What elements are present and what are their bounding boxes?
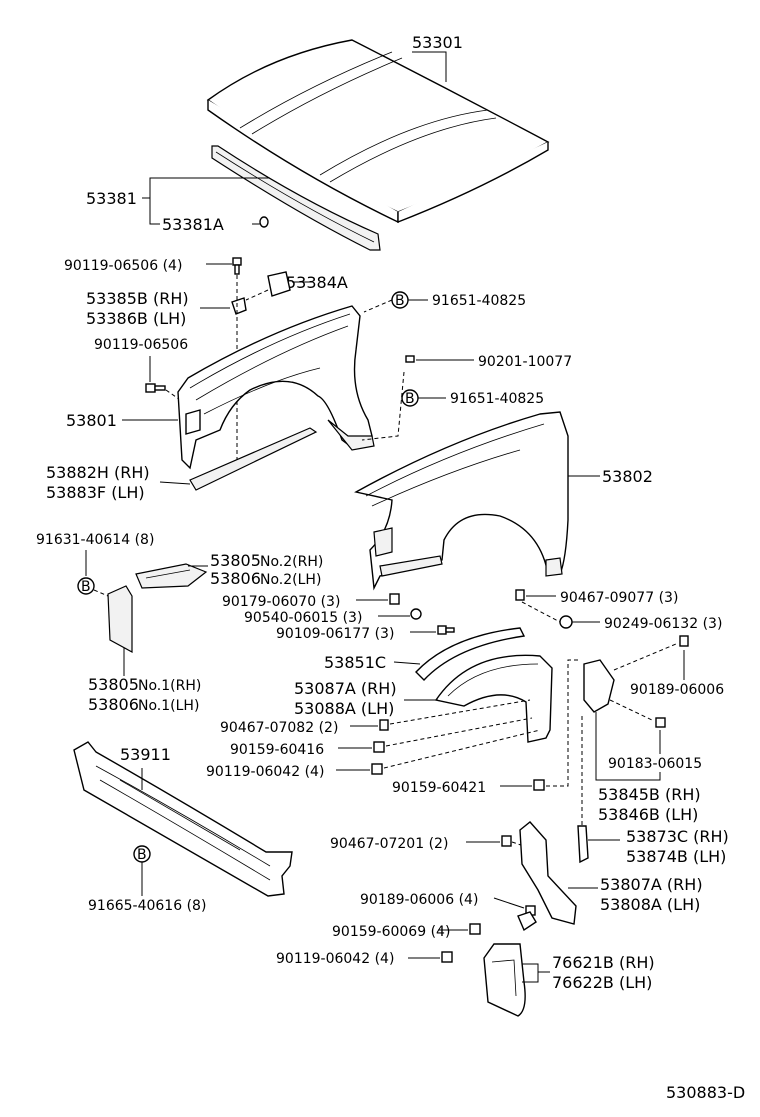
label-bolt-91665: 91665-40616 (8): [88, 898, 206, 914]
label-screw-90109: 90109-06177 (3): [276, 626, 394, 642]
label-shield1-lh-num: 53806: [88, 695, 139, 714]
label-apron-rh: 53807A (RH): [600, 875, 703, 894]
clip-icon: [389, 593, 400, 605]
hood-seal-clip-icon: [259, 216, 269, 228]
nut-icon: [559, 615, 573, 629]
svg-text:B: B: [395, 293, 405, 309]
bolt-icon: [232, 257, 242, 275]
hood-seal-leader: [142, 177, 270, 225]
bracket-53845b-drawing: [583, 659, 615, 713]
label-fender-53801: 53801: [66, 411, 117, 430]
label-shield1-rh-suffix: No.1(RH): [138, 678, 201, 694]
svg-text:B: B: [405, 391, 415, 407]
hood-leader: [412, 51, 447, 82]
label-screw-90159-60416: 90159-60416: [230, 742, 324, 758]
label-bracket-lh: 53386B (LH): [86, 309, 186, 328]
label-shield2-rh-num: 53805: [210, 551, 261, 570]
flare-drawing: [434, 654, 553, 743]
panel-53911-drawing: [73, 741, 293, 897]
label-bolt-90119-06042-b: 90119-06042 (4): [276, 951, 394, 967]
label-seal-rh: 53882H (RH): [46, 463, 150, 482]
screw-icon: [437, 625, 455, 635]
mudguard-drawing: [483, 911, 537, 1017]
diagram-id: 530883-D: [666, 1083, 745, 1102]
hood-drawing: [206, 39, 550, 224]
label-mudguard-rh: 76621B (RH): [552, 953, 655, 972]
nut-b-icon: B: [401, 389, 419, 407]
label-clip-90201: 90201-10077: [478, 354, 572, 370]
label-clip-90467-07082: 90467-07082 (2): [220, 720, 338, 736]
bolt-icon: [441, 951, 453, 963]
screw-icon: [533, 779, 545, 791]
nut-b-icon: B: [391, 291, 409, 309]
label-flare-lh: 53088A (LH): [294, 699, 394, 718]
bolt-icon: [371, 763, 383, 775]
fender-53801-drawing: [177, 305, 375, 470]
clip-icon: [379, 719, 389, 731]
label-bolt-90119-06506: 90119-06506: [94, 337, 188, 353]
label-mudguard-lh: 76622B (LH): [552, 973, 652, 992]
label-flare-rh: 53087A (RH): [294, 679, 397, 698]
nut-icon: [679, 635, 689, 647]
label-brace-lh: 53874B (LH): [626, 847, 726, 866]
screw-icon: [469, 923, 481, 935]
nut-b-icon: B: [77, 577, 95, 595]
screw-icon: [373, 741, 385, 753]
label-nut-90183: 90183-06015: [608, 756, 702, 772]
label-nut-90540: 90540-06015 (3): [244, 610, 362, 626]
bracket-53384a-drawing: [267, 271, 291, 297]
nut-b-icon: B: [133, 845, 151, 863]
label-apron-lh: 53808A (LH): [600, 895, 700, 914]
label-clip-90467-07201: 90467-07201 (2): [330, 836, 448, 852]
label-nut-91651-b: 91651-40825: [450, 391, 544, 407]
label-brace-rh: 53873C (RH): [626, 827, 729, 846]
label-hood-seal-clip: 53381A: [162, 215, 224, 234]
nut-icon: [410, 608, 422, 620]
label-hood: 53301: [412, 33, 463, 52]
label-shield2-lh-suffix: No.2(LH): [260, 572, 321, 588]
clip-icon: [515, 589, 525, 601]
label-clip-90467-09077: 90467-09077 (3): [560, 590, 678, 606]
label-nut-90189-a: 90189-06006: [630, 682, 724, 698]
nut-icon: [655, 717, 666, 728]
label-bolt-91631: 91631-40614 (8): [36, 532, 154, 548]
label-fender-53802: 53802: [602, 467, 653, 486]
label-clip-90179: 90179-06070 (3): [222, 594, 340, 610]
label-bracket-lh-b: 53846B (LH): [598, 805, 698, 824]
label-shield1-lh-suffix: No.1(LH): [138, 698, 199, 714]
moulding-53851c-drawing: [415, 627, 526, 682]
hood-seal-drawing: [211, 145, 381, 251]
label-shield2-lh-num: 53806: [210, 569, 261, 588]
label-bolt-90119-06506-4: 90119-06506 (4): [64, 258, 182, 274]
label-bracket-rh-b: 53845B (RH): [598, 785, 701, 804]
label-bracket-rh: 53385B (RH): [86, 289, 189, 308]
bracket-rh-lh-drawing: [231, 297, 247, 315]
bolt-icon: [145, 383, 166, 393]
label-nut-91651-a: 91651-40825: [432, 293, 526, 309]
label-hood-seal: 53381: [86, 189, 137, 208]
label-nut-90249: 90249-06132 (3): [604, 616, 722, 632]
label-bolt-90119-06042-a: 90119-06042 (4): [206, 764, 324, 780]
label-shield2-rh-suffix: No.2(RH): [260, 554, 323, 570]
label-shield1-rh-num: 53805: [88, 675, 139, 694]
fender-seal-drawing: [189, 427, 318, 491]
shield-no1-drawing: [107, 585, 133, 654]
clip-icon: [501, 835, 512, 847]
label-nut-90189-b: 90189-06006 (4): [360, 892, 478, 908]
shield-no2-drawing: [135, 563, 208, 589]
label-seal-lh: 53883F (LH): [46, 483, 145, 502]
label-panel-53911: 53911: [120, 745, 171, 764]
label-screw-90159-60421: 90159-60421: [392, 780, 486, 796]
label-bracket-53384a: 53384A: [286, 273, 348, 292]
label-moulding-53851c: 53851C: [324, 653, 386, 672]
brace-drawing: [577, 825, 589, 864]
label-screw-90159-60069: 90159-60069 (4): [332, 924, 450, 940]
apron-drawing: [519, 821, 577, 925]
fender-53802-drawing: [354, 411, 569, 591]
svg-text:B: B: [81, 579, 91, 595]
clip-90201-icon: [405, 355, 415, 363]
svg-text:B: B: [137, 847, 147, 863]
